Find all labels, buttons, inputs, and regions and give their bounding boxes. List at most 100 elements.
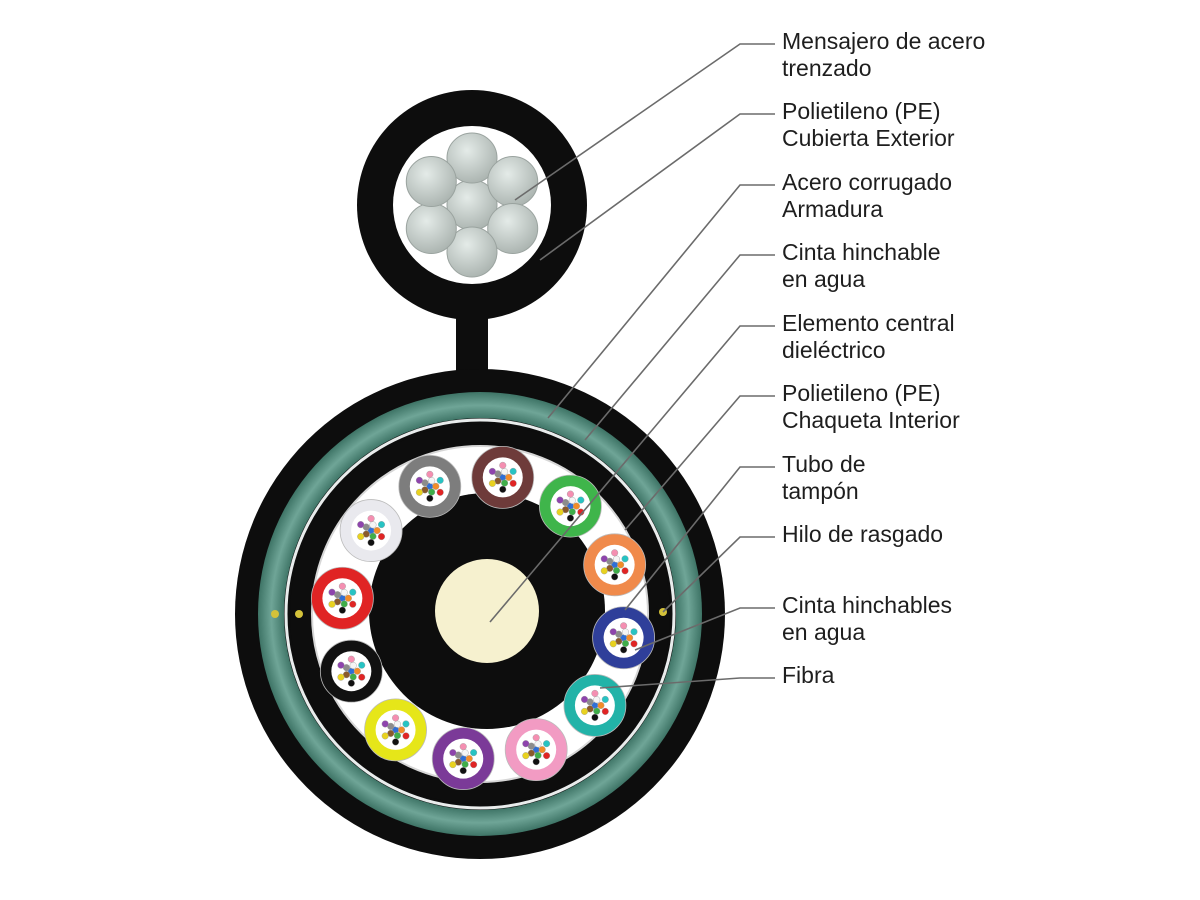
leader-line <box>514 43 775 201</box>
fiber <box>532 758 540 766</box>
fiber <box>449 749 457 757</box>
fiber <box>381 732 389 740</box>
fiber <box>357 521 365 529</box>
fiber <box>543 740 551 748</box>
fiber <box>428 477 436 485</box>
fiber <box>349 588 357 596</box>
fiber <box>609 640 617 648</box>
main-cable-group <box>235 369 725 859</box>
buffer-tube <box>592 606 656 670</box>
fiber <box>428 488 436 496</box>
buffer-tube <box>339 499 403 562</box>
fiber <box>499 461 507 469</box>
fiber <box>532 734 540 742</box>
fiber <box>593 707 601 715</box>
fiber <box>402 720 410 728</box>
fiber <box>577 496 585 504</box>
fiber <box>617 561 625 569</box>
buffer-tube <box>319 639 383 703</box>
ripcord-left-2 <box>295 610 303 618</box>
label-water-swellable-tape-1: Cinta hinchable en agua <box>782 239 941 293</box>
label-water-swellable-tape-2: Cinta hinchables en agua <box>782 592 952 646</box>
fiber <box>488 479 496 487</box>
label-water-swellable-tape-2-line2: en agua <box>782 619 866 645</box>
fiber <box>556 496 564 504</box>
fiber <box>337 661 345 669</box>
fiber <box>347 655 355 663</box>
fiber <box>534 751 542 759</box>
fiber <box>611 573 619 581</box>
fiber <box>337 673 345 681</box>
steel-messenger-group <box>357 90 587 320</box>
label-corrugated-steel-armor-line2: Armadura <box>782 196 883 222</box>
fiber <box>568 496 576 504</box>
fiber <box>338 582 346 590</box>
steel-strand <box>487 156 539 207</box>
fiber <box>470 761 478 769</box>
buffer-tube <box>504 718 568 782</box>
fiber <box>357 533 365 541</box>
fiber <box>621 567 629 575</box>
fiber <box>630 628 638 636</box>
label-corrugated-steel-armor-line1: Acero corrugado <box>782 169 953 195</box>
fiber <box>449 761 457 769</box>
fiber <box>591 689 599 697</box>
fiber <box>415 488 423 496</box>
label-ripcord-line1: Hilo de rasgado <box>782 521 944 547</box>
fiber <box>534 740 542 748</box>
fiber <box>611 549 619 557</box>
label-steel-messenger-line1: Mensajero de acero <box>782 28 986 54</box>
label-pe-inner-jacket-line2: Chaqueta Interior <box>782 407 960 433</box>
fiber <box>620 646 628 654</box>
leader-line <box>634 607 775 651</box>
fiber <box>436 476 444 484</box>
fiber <box>543 752 551 760</box>
fiber <box>613 555 621 563</box>
fiber <box>538 746 546 754</box>
label-steel-messenger-line2: trenzado <box>782 55 872 81</box>
fiber <box>461 760 469 768</box>
steel-strand <box>446 132 498 184</box>
label-buffer-tube: Tubo de tampón <box>782 451 866 505</box>
fiber <box>501 468 509 476</box>
fiber <box>626 634 634 642</box>
label-pe-outer-sheath-line1: Polietileno (PE) <box>782 98 941 124</box>
fiber <box>392 714 400 722</box>
fiber <box>358 673 366 681</box>
fiber <box>621 628 629 636</box>
water-swellable-tape-outer <box>284 418 676 810</box>
fiber <box>613 567 621 575</box>
fiber <box>572 502 580 510</box>
ripcord-left <box>271 610 279 618</box>
fiber <box>593 696 601 704</box>
fiber <box>522 740 530 748</box>
label-fiber-line1: Fibra <box>782 662 835 688</box>
fiber <box>601 707 609 715</box>
fiber <box>338 606 346 614</box>
label-water-swellable-tape-1-line1: Cinta hinchable <box>782 239 941 265</box>
fiber <box>465 755 473 763</box>
steel-strands <box>405 132 539 278</box>
label-fiber: Fibra <box>782 662 834 689</box>
fiber <box>581 695 589 703</box>
fiber <box>505 473 513 481</box>
leader-line <box>662 536 775 613</box>
fiber <box>398 726 406 734</box>
fiber <box>621 555 629 563</box>
fiber <box>328 600 336 608</box>
fiber <box>597 701 605 709</box>
fiber <box>459 743 467 751</box>
fiber <box>600 567 608 575</box>
steel-strand <box>487 203 539 254</box>
fiber <box>509 467 517 475</box>
fiber <box>367 539 375 547</box>
fiber <box>340 600 348 608</box>
leader-line <box>489 325 775 623</box>
leader-line <box>599 677 775 689</box>
label-pe-outer-sheath: Polietileno (PE) Cubierta Exterior <box>782 98 955 152</box>
label-buffer-tube-line2: tampón <box>782 478 859 504</box>
fiber <box>621 639 629 647</box>
label-steel-messenger: Mensajero de acero trenzado <box>782 28 985 82</box>
fiber <box>601 695 609 703</box>
